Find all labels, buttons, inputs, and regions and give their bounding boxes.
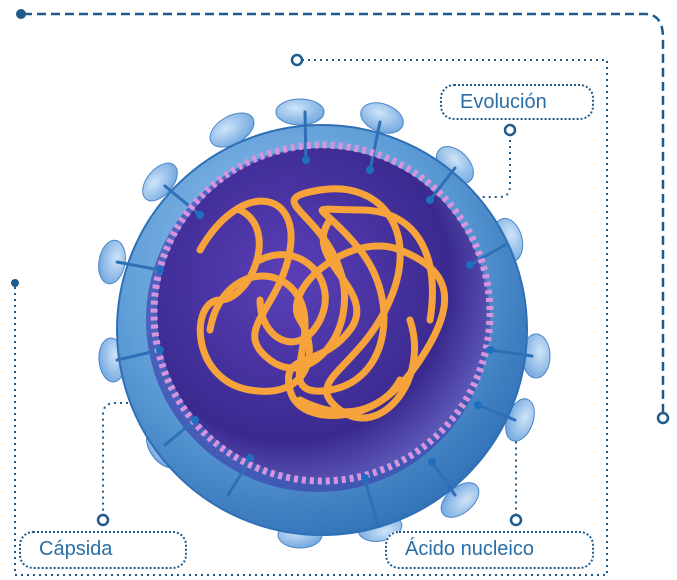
connector-ring — [505, 125, 515, 135]
connector-dot — [16, 9, 26, 19]
nucleic-acid-label: Ácido nucleico — [385, 531, 594, 569]
capsid-label: Cápsida — [19, 531, 187, 569]
connector-ring — [292, 55, 302, 65]
connector-dot — [11, 279, 19, 287]
evolution-label: Evolución — [440, 84, 594, 120]
connector-ring — [658, 413, 668, 423]
connector-ring — [98, 515, 108, 525]
virus-illustration — [95, 97, 550, 548]
connector-ring — [511, 515, 521, 525]
